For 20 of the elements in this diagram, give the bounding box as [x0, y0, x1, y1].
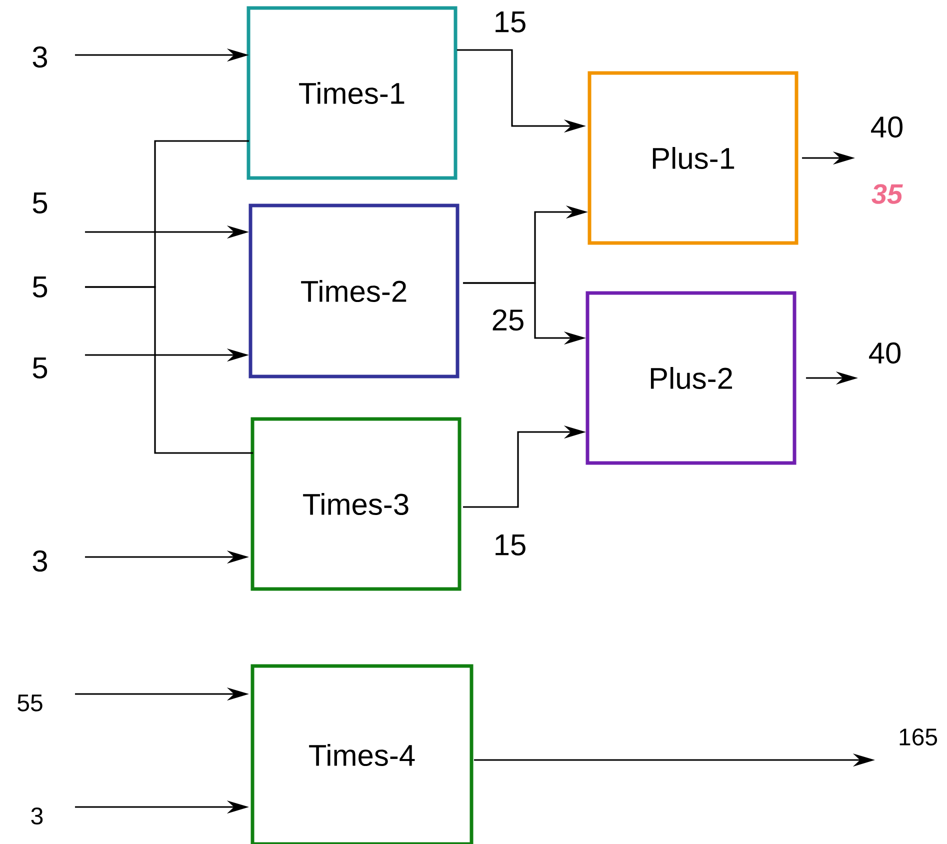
- block-box: Times-1: [246, 6, 458, 180]
- edge-label: 15: [496, 12, 526, 32]
- value-label: 3: [31, 808, 43, 824]
- value-label: 40: [871, 116, 903, 138]
- value-label: 40: [869, 342, 901, 364]
- value-label: 55: [18, 694, 42, 712]
- block-box: Plus-1: [588, 71, 798, 245]
- block-box: Times-2: [248, 204, 460, 378]
- value-label: 3: [32, 46, 48, 68]
- block-box: Plus-2: [586, 291, 796, 465]
- value-label: 5: [32, 192, 48, 214]
- value-label: 5: [32, 276, 48, 298]
- value-label: 165: [900, 728, 938, 746]
- edge-label: 25: [492, 309, 524, 331]
- corrected-value: 35: [872, 184, 903, 204]
- block-box: Times-3: [250, 417, 462, 591]
- value-label: 3: [32, 550, 48, 572]
- value-label: 5: [32, 358, 48, 378]
- block-box: Times-4: [250, 664, 474, 844]
- edge-label: 15: [496, 534, 526, 556]
